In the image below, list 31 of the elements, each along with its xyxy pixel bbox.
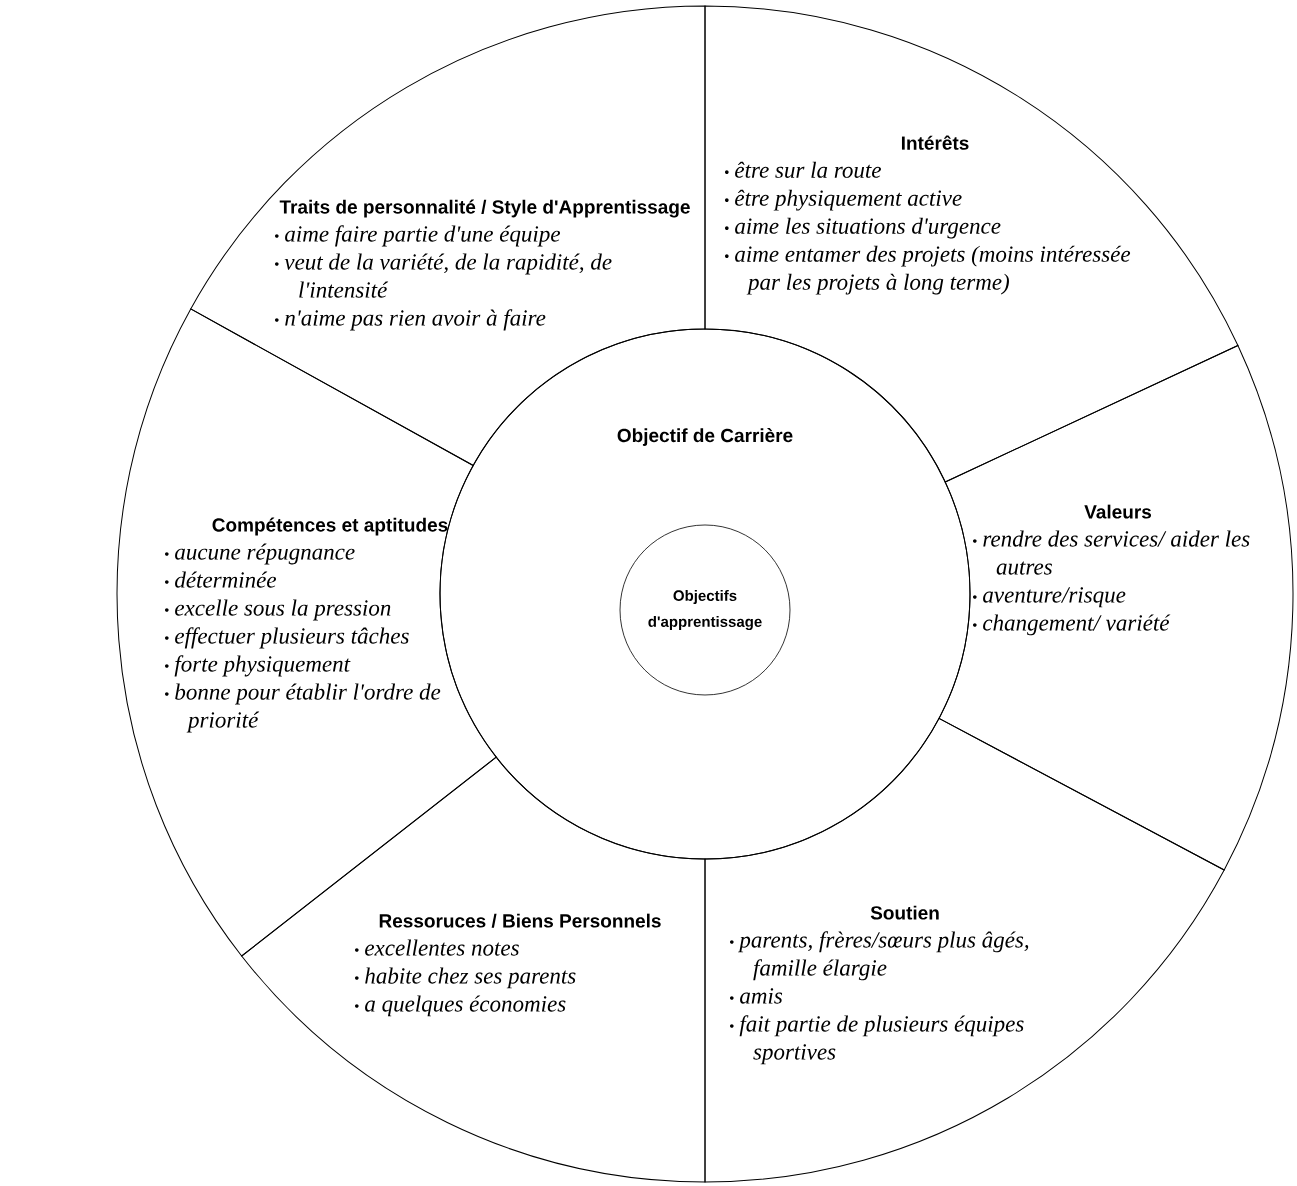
node-label: effectuer plusieurs tâches [175, 627, 409, 649]
node-label: Soutien [870, 905, 939, 920]
node-label: fait partie de plusieurs équipes sportives [739, 1015, 1024, 1065]
node-label: aime faire partie d'une équipe [285, 225, 561, 247]
ring-segment: Soutien parents, frères/sœurs plus âgés, famille élargie amis fait partie de plusieurs équipes sportives [730, 905, 1029, 1065]
node-label: excelle sous la pression [175, 599, 391, 621]
node-label: aventure/risque [983, 587, 1126, 608]
ring-segment: Traits de personnalité / Style d'Apprentissage aime faire partie d'une équipe veut de la variété, de la rapidité, de l'intensité n'aime pas rien avoir à faire [275, 199, 690, 331]
ring-segment: Intérêts être sur la route être physiquement active aime les situations d'urgence aime entamer des projets (moins intéressée par les projets à long terme) [725, 135, 1131, 295]
node-label: être sur la route [735, 161, 881, 178]
ring-segment: Valeurs rendre des services/ aider les autres aventure/risque changement/ variété [973, 504, 1250, 636]
node-label: amis [740, 988, 783, 1004]
node-label: aime entamer des projets (moins intéressée par les projets à long terme) [735, 245, 1131, 295]
node-label: a quelques économies [365, 995, 566, 1017]
node-label: déterminée [175, 571, 277, 588]
node-label: changement/ variété [983, 614, 1171, 636]
node-label: aime les situations d'urgence [735, 217, 1001, 239]
ring-segment: Ressoruces / Biens Personnels excellentes notes habite chez ses parents a quelques économies [355, 913, 661, 1017]
node-label: excellentes notes [365, 939, 519, 956]
node-label: Intérêts [901, 135, 969, 150]
node-label: Ressoruces / Biens Personnels [379, 913, 661, 928]
node-label: bonne pour établir l'ordre de priorité [175, 683, 441, 733]
node-label: n'aime pas rien avoir à faire [285, 309, 546, 331]
node-label: aucune répugnance [175, 543, 355, 565]
node-label: habite chez ses parents [365, 967, 576, 989]
ring-segment: Compétences et aptitudes aucune répugnance déterminée excelle sous la pression effectuer plusieurs tâches forte physiquement bonne pour établir l'ordre de priorité [165, 517, 448, 733]
node-label: Compétences et aptitudes [212, 517, 448, 536]
node-label: forte physiquement [174, 655, 351, 677]
node-label: Traits de personnalité / Style d'Apprentissage [279, 199, 690, 218]
node-label: Valeurs [1084, 504, 1152, 519]
node-label: être physiquement active [735, 189, 962, 211]
